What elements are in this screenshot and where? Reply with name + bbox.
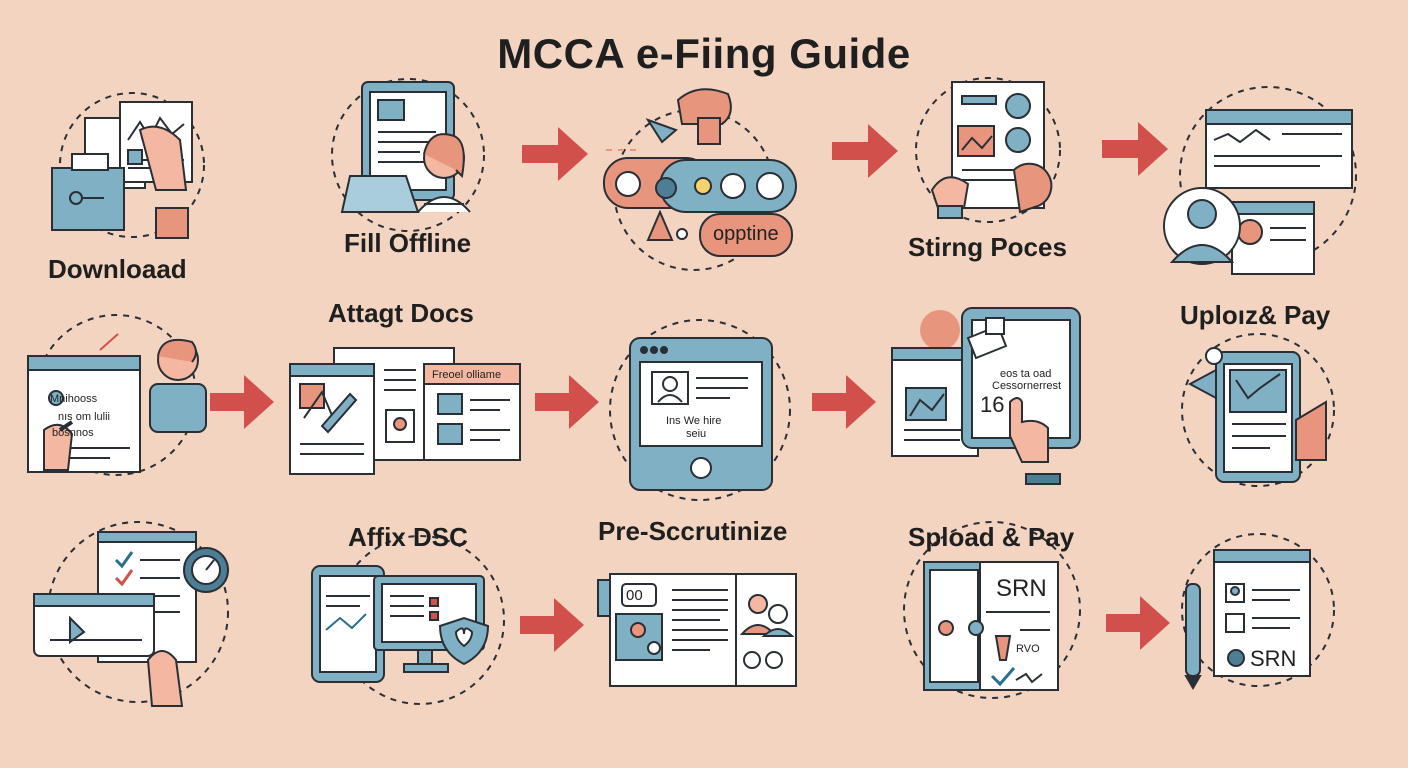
arrow-icon [520,598,584,652]
form-illustration [27,314,207,476]
upload-pay-illustration [1181,333,1335,487]
cost-number: 16 [980,392,1004,417]
cost-line-2: Cessornerrest [992,380,1061,392]
arrow-icon [522,127,588,181]
cost-line-1: eos ta oad [1000,368,1051,380]
arrow-icon [1106,596,1170,650]
process-cluster-illustration [603,88,797,271]
tablet-caption-1: Ins We hire [666,415,721,427]
step-affix-label: Affix DSC [348,522,468,552]
checklist-illustration [33,521,229,707]
attach-docs-illustration [289,347,521,475]
step-spload-label: Spload & Pay [908,522,1075,552]
step-attach-label: Attagt Docs [328,298,474,328]
form-line-2: nıs om lulii [58,411,110,423]
prescrutinize-illustration [597,573,797,687]
upload-illustration-top [1163,86,1357,275]
srn-label-2: SRN [1250,646,1296,671]
page-title: MCCA e-Fiing Guide [497,30,911,77]
form-line-3: bosnnos [52,427,94,439]
affix-dsc-illustration [311,535,505,705]
srn-window-illustration [1181,533,1335,690]
arrow-icon [210,375,274,429]
form-line-1: Mnihooss [50,393,98,405]
tablet-illustration [609,319,791,501]
arrow-icon [812,375,876,429]
step-prescrutinize-label: Pre-Sccrutinize [598,516,788,546]
download-illustration [51,92,205,239]
arrow-icon [832,124,898,178]
step-download-label: Downloaad [48,254,187,284]
arrow-icon [535,375,599,429]
prevel-olliame-label: Freoel olliame [432,369,501,381]
spload-pay-illustration [903,521,1081,699]
step-fill-offline-label: Fill Offline [344,228,472,258]
opptine-label: opptine [713,223,779,245]
fill-offline-illustration [331,78,485,232]
stirng-illustration [915,77,1061,223]
srn-label-1: SRN [996,575,1047,602]
rvo-label: RVO [1016,643,1040,655]
cost-docs-illustration [891,307,1081,485]
badge-00: 00 [626,587,643,604]
step-upload-top-label: Uploız& Pay [1180,300,1331,330]
step-stirng-label: Stirng Poces [908,232,1067,262]
flow-arrows [210,122,1170,652]
tablet-caption-2: seiu [686,428,706,440]
arrow-icon [1102,122,1168,176]
